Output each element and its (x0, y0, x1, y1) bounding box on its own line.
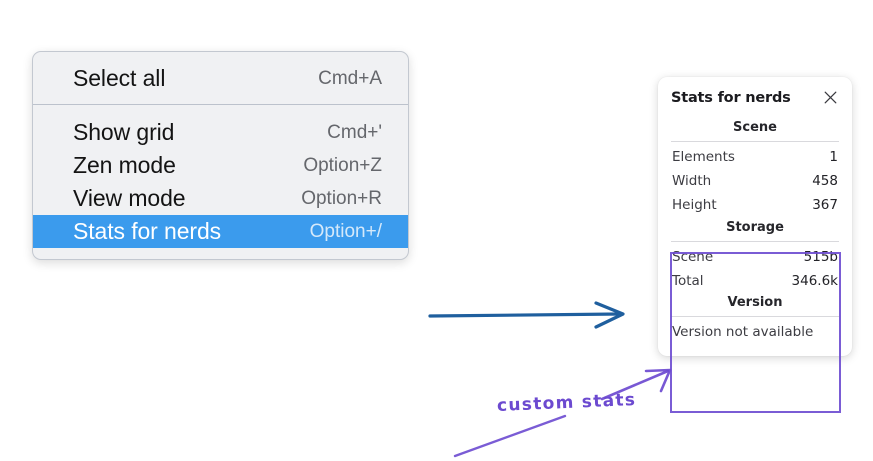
menu-group-2: Show grid Cmd+' Zen mode Option+Z View m… (33, 105, 408, 259)
close-icon[interactable] (822, 89, 839, 106)
stat-label: Width (672, 173, 712, 190)
menu-item-zen-mode[interactable]: Zen mode Option+Z (33, 149, 408, 182)
menu-item-label: Select all (73, 65, 166, 91)
stat-value: 458 (812, 173, 838, 190)
stat-value: 367 (812, 197, 838, 214)
menu-item-label: View mode (73, 185, 186, 211)
section-heading: Scene (733, 120, 777, 135)
stat-row: Elements 1 (671, 145, 839, 169)
stats-section-version: Version Version not available (671, 293, 839, 342)
stat-row: Height 367 (671, 193, 839, 217)
menu-item-shortcut: Option+Z (303, 154, 382, 176)
stat-value: 515b (803, 248, 838, 265)
stat-label: Scene (672, 248, 714, 265)
stats-section-storage: Storage Scene 515b Total 346.6k (671, 218, 839, 293)
context-menu[interactable]: Select all Cmd+A Show grid Cmd+' Zen mod… (32, 51, 409, 260)
menu-item-shortcut: Cmd+' (327, 121, 382, 143)
menu-group-1: Select all Cmd+A (33, 52, 408, 105)
stat-label: Total (672, 272, 704, 289)
panel-title: Stats for nerds (671, 89, 791, 106)
section-divider (671, 316, 839, 318)
stats-section-scene: Scene Elements 1 Width 458 Height 367 (671, 118, 839, 218)
stat-value: 346.6k (791, 272, 838, 289)
menu-item-label: Zen mode (73, 152, 176, 178)
menu-item-shortcut: Option+R (301, 187, 382, 209)
menu-item-label: Stats for nerds (73, 218, 222, 244)
flow-arrow-icon (428, 301, 625, 329)
callout-label: custom stats (496, 389, 637, 417)
menu-item-view-mode[interactable]: View mode Option+R (33, 182, 408, 215)
menu-item-shortcut: Cmd+A (318, 67, 382, 89)
callout-tail-line (453, 414, 567, 458)
section-heading: Storage (726, 219, 784, 235)
menu-item-show-grid[interactable]: Show grid Cmd+' (33, 116, 408, 149)
stat-row: Scene 515b (671, 245, 839, 269)
stat-value: 1 (829, 149, 838, 165)
menu-item-label: Show grid (73, 119, 175, 145)
version-note: Version not available (672, 324, 814, 341)
menu-item-select-all[interactable]: Select all Cmd+A (33, 62, 408, 95)
stat-label: Height (672, 197, 717, 214)
stat-row: Width 458 (671, 169, 839, 193)
menu-item-stats-for-nerds[interactable]: Stats for nerds Option+/ (33, 215, 408, 248)
section-heading: Version (727, 295, 783, 311)
stat-row: Total 346.6k (671, 269, 839, 293)
panel-header: Stats for nerds (671, 89, 839, 106)
section-divider (671, 240, 839, 242)
menu-item-shortcut: Option+/ (309, 220, 382, 242)
section-divider (671, 141, 839, 142)
stats-for-nerds-panel: Stats for nerds Scene Elements 1 Width 4… (658, 77, 852, 357)
stat-label: Elements (672, 149, 735, 165)
